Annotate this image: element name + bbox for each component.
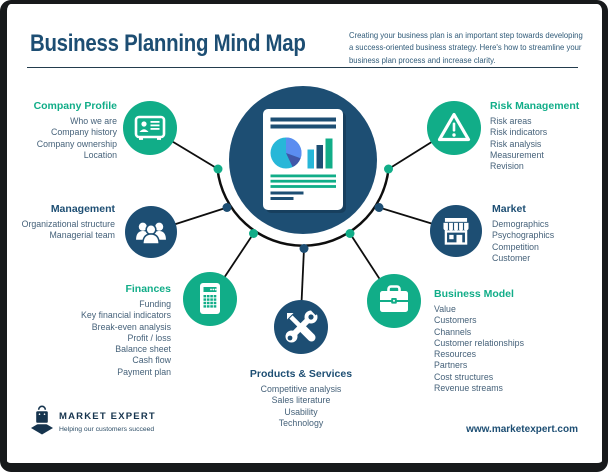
list-item: Sales literature xyxy=(271,395,331,406)
website-url: www.marketexpert.com xyxy=(466,424,578,435)
risk-management-circle xyxy=(427,101,481,155)
company-profile-circle xyxy=(123,101,177,155)
products-services-circle xyxy=(274,300,328,354)
header-divider xyxy=(27,67,578,68)
report-document-icon xyxy=(263,109,346,213)
list-item: Company history xyxy=(50,127,117,138)
list-item: Payment plan xyxy=(117,366,171,377)
hub-dot xyxy=(384,164,393,174)
list-item: Key financial indicators xyxy=(81,310,171,321)
market-circle xyxy=(430,205,482,257)
list-item: Managerial team xyxy=(49,230,115,241)
list-item: a success-oriented business strategy. He… xyxy=(349,42,582,53)
id-card-icon xyxy=(134,115,166,140)
pie-chart xyxy=(270,137,302,169)
team-icon xyxy=(136,222,166,245)
hub-dot xyxy=(222,203,232,212)
page-title: Business Planning Mind Map xyxy=(30,30,306,57)
hub-dot xyxy=(249,229,258,238)
list-item: Company ownership xyxy=(36,138,117,149)
hub-dot xyxy=(345,229,355,238)
list-item: Cash flow xyxy=(132,355,171,366)
list-item: Location xyxy=(83,149,117,160)
list-item: Psychographics xyxy=(492,230,555,241)
connector-line xyxy=(300,248,305,304)
list-item: Customers xyxy=(434,315,477,326)
intro-text: Creating your business plan is an import… xyxy=(349,29,584,66)
list-item: Cost structures xyxy=(434,371,494,382)
hub-dots xyxy=(213,164,393,253)
list-item: Technology xyxy=(278,417,324,428)
products-services-text: Products & Services Competitive analysis… xyxy=(213,368,389,429)
bar-chart xyxy=(307,138,333,169)
brand-name: MARKET EXPERT xyxy=(59,411,156,422)
list-item: Revision xyxy=(490,161,524,172)
list-item: Funding xyxy=(139,299,171,309)
node-title-company-profile: Company Profile xyxy=(33,100,117,112)
list-item: Risk areas xyxy=(490,116,532,126)
list-item: Revenue streams xyxy=(434,383,503,394)
list-item: Who we are xyxy=(70,116,117,126)
list-item: Usability xyxy=(284,406,318,417)
node-title-products-services: Products & Services xyxy=(249,368,353,380)
list-item: Risk indicators xyxy=(490,127,548,138)
list-item: Measurement xyxy=(490,149,544,160)
warning-triangle-icon xyxy=(437,112,471,142)
list-item: Organizational structure xyxy=(21,219,115,229)
list-item: Risk analysis xyxy=(490,138,542,149)
tools-icon xyxy=(285,306,321,343)
list-item: Balance sheet xyxy=(115,344,171,355)
node-title-business-model: Business Model xyxy=(434,288,514,300)
brand-tagline: Helping our customers succeed xyxy=(59,425,155,433)
list-item: Value xyxy=(434,304,456,314)
node-title-risk-management: Risk Management xyxy=(490,100,580,112)
list-item: Customer xyxy=(492,252,531,263)
list-item: Demographics xyxy=(492,219,549,229)
list-item: business plan process and increase clari… xyxy=(349,54,496,65)
list-item: Competition xyxy=(492,241,539,252)
brand-block: MARKET EXPERT Helping our customers succ… xyxy=(59,411,156,433)
list-item: Profit / loss xyxy=(127,332,171,343)
list-item: Customer relationships xyxy=(434,337,524,348)
list-item: Channels xyxy=(434,326,472,337)
business-model-circle xyxy=(367,274,421,328)
list-item: Resources xyxy=(434,349,477,360)
list-item: Competitive analysis xyxy=(260,384,342,394)
hub-dot xyxy=(299,244,309,253)
node-title-finances: Finances xyxy=(125,283,171,295)
list-item: Break-even analysis xyxy=(91,321,171,332)
hub-dot xyxy=(213,164,223,174)
hub-dot xyxy=(374,203,384,212)
market-expert-logo-icon xyxy=(31,405,53,435)
node-title-management: Management xyxy=(50,203,115,215)
storefront-icon xyxy=(443,218,469,245)
management-circle xyxy=(125,206,177,258)
finances-circle xyxy=(183,272,237,326)
list-item: Partners xyxy=(434,360,468,371)
briefcase-icon xyxy=(380,285,408,312)
node-title-market: Market xyxy=(492,203,526,215)
calculator-icon xyxy=(200,283,220,314)
list-item: Creating your business plan is an import… xyxy=(349,30,583,40)
